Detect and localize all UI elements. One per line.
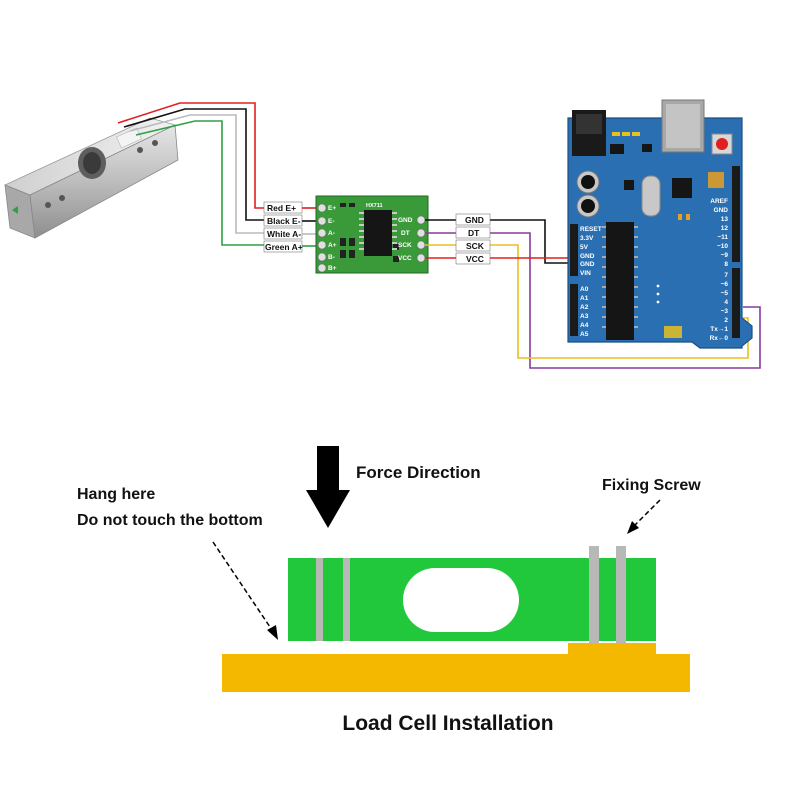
fixing-screw-1 [589,546,599,643]
microcontroller-chip [606,222,634,340]
hx711-pin-b-plus: B+ [328,265,337,272]
hx711-pin-e-minus: E- [328,218,335,225]
arduino-pin-3: ~3 [721,308,729,315]
arduino-pin-a0: A0 [580,286,589,293]
power-header [570,224,578,276]
signal-label-dt: DT [468,228,480,238]
arduino-pin-4: 4 [724,299,728,306]
arduino-pin-gnd-1: GND [580,253,595,260]
arduino-pin-a4: A4 [580,322,589,329]
load-cell-bar [3,117,179,239]
mounting-screw-left-2 [343,558,350,641]
arduino-pin-a2: A2 [580,304,589,311]
arduino-pin-12: 12 [721,225,729,232]
arduino-pin-13: 13 [721,216,729,223]
arduino-pin-3v3: 3.3V [580,235,594,242]
digital-header-lower [732,268,740,338]
do-not-touch-label: Do not touch the bottom [77,512,263,529]
arduino-pin-7: 7 [724,272,728,279]
hx711-pin-gnd: GND [398,217,413,224]
screw-pointer-arrow-icon [627,499,661,534]
mounting-block [568,643,656,655]
arduino-pin-5v: 5V [580,244,589,251]
installation-title: Load Cell Installation [342,712,553,735]
hx711-chip [364,210,392,256]
hx711-board: E+ E- A- A+ B- B+ HX711 GND DT SCK [315,195,429,274]
arduino-pin-8: 8 [724,261,728,268]
arduino-pin-10: ~10 [717,243,728,250]
arduino-pin-gnd-2: GND [580,261,595,268]
signal-wires [425,219,761,369]
hx711-pin-e-plus: E+ [328,205,336,212]
force-direction-label: Force Direction [356,463,481,482]
signal-label-vcc: VCC [466,254,484,264]
signal-labels: GND DT SCK VCC [455,213,491,265]
load-cell-wire-labels: Red E+ Black E- White A- Green A+ [263,201,318,253]
arduino-pin-a5: A5 [580,331,589,338]
hang-pointer-arrow-icon [212,541,278,640]
arduino-pin-gnd-3: GND [714,207,729,214]
signal-label-gnd: GND [465,215,484,225]
wire-label-green: Green A+ [265,242,303,252]
force-arrow-icon [306,446,350,528]
arduino-board: RESET 3.3V 5V GND GND VIN A0 A1 A2 A3 A4… [567,99,753,349]
base-plate [222,654,690,692]
digital-header-upper [732,166,740,262]
arduino-pin-aref: AREF [710,198,728,205]
arduino-pin-11: ~11 [717,234,728,241]
arduino-pin-tx1: Tx→1 [710,326,728,333]
fixing-screw-2 [616,546,626,643]
analog-header [570,284,578,336]
arduino-pin-a1: A1 [580,295,589,302]
installation-diagram: Force Direction Hang here Do not touch t… [77,446,701,735]
direction-arrow-icon [12,206,18,214]
wire-label-red: Red E+ [267,203,296,213]
hx711-pin-sck: SCK [398,242,412,249]
signal-label-sck: SCK [466,241,485,251]
arduino-pin-vin: VIN [580,270,591,277]
arduino-pin-6: ~6 [721,281,729,288]
hx711-pin-b-minus: B- [328,254,335,261]
fixing-screw-label: Fixing Screw [602,477,701,494]
arduino-pin-9: ~9 [721,252,729,259]
arduino-pin-rx0: Rx←0 [710,335,729,342]
hang-here-label: Hang here [77,486,155,503]
hx711-pin-a-plus: A+ [328,242,337,249]
hx711-chip-label: HX711 [366,203,383,209]
hx711-pin-dt: DT [401,230,410,237]
load-cell-wires [117,102,268,246]
arduino-pin-a3: A3 [580,313,589,320]
hx711-pin-vcc: VCC [398,255,412,262]
reset-button-icon [716,138,728,150]
wire-label-black: Black E- [267,216,301,226]
arduino-pin-5: ~5 [721,290,729,297]
hx711-pin-a-minus: A- [328,230,335,237]
mounting-screw-left-1 [316,558,323,641]
wire-label-white: White A- [267,229,301,239]
arduino-pin-2: 2 [724,317,728,324]
arduino-pin-reset: RESET [580,226,602,233]
